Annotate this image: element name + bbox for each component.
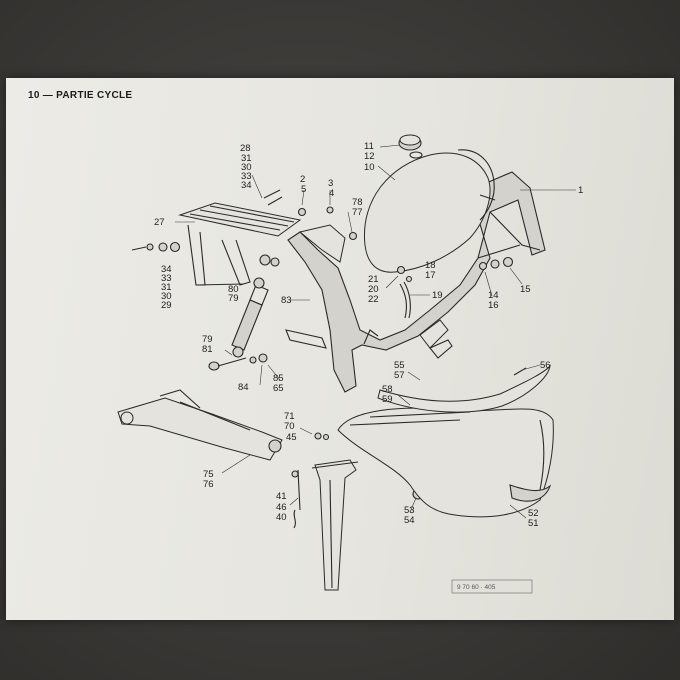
callout-27: 27 [154, 217, 165, 228]
callout-46: 46 [276, 502, 287, 513]
page-header: 10 — PARTIE CYCLE [28, 90, 133, 101]
callout-29: 29 [161, 300, 172, 311]
callout-31-lower: 31 [161, 282, 172, 293]
callout-55: 55 [394, 360, 405, 371]
callout-30-upper: 30 [241, 162, 252, 173]
callout-31-upper: 31 [241, 153, 252, 164]
callout-52: 52 [528, 508, 539, 519]
callout-33-upper: 33 [241, 171, 252, 182]
callout-70: 70 [284, 421, 295, 432]
callout-20: 20 [368, 284, 379, 295]
callout-59: 59 [382, 394, 393, 405]
callout-22: 22 [368, 294, 379, 305]
callout-65: 65 [273, 383, 284, 394]
callout-71: 71 [284, 411, 295, 422]
callout-76: 76 [203, 479, 214, 490]
callout-54: 54 [404, 515, 415, 526]
callout-84: 84 [238, 382, 249, 393]
callout-16: 16 [488, 300, 499, 311]
reference-stamp: 9 70 60 · 405 [451, 579, 533, 594]
hardware-parts [131, 206, 514, 500]
callout-21: 21 [368, 274, 379, 285]
callout-leaders [175, 144, 576, 519]
callout-34-lower: 34 [161, 264, 172, 275]
callout-19: 19 [432, 290, 443, 301]
callout-3: 3 [328, 178, 333, 189]
callout-40: 40 [276, 512, 287, 523]
callout-58: 58 [382, 384, 393, 395]
reference-stamp-text: 9 70 60 · 405 [457, 584, 496, 591]
callout-15: 15 [520, 284, 531, 295]
fuel-tank-part [363, 134, 496, 273]
callout-17: 17 [425, 270, 436, 281]
callout-4: 4 [329, 188, 334, 199]
callout-83: 83 [281, 295, 292, 306]
callout-41: 41 [276, 491, 287, 502]
swing-arm-part [117, 389, 283, 461]
callout-78: 78 [352, 197, 363, 208]
callout-12: 12 [364, 151, 375, 162]
callout-1: 1 [578, 185, 583, 196]
callout-28: 28 [240, 143, 251, 154]
bodywork-panel-part [337, 407, 554, 518]
callout-85: 85 [273, 373, 284, 384]
callout-51: 51 [528, 518, 539, 529]
callout-75: 75 [203, 469, 214, 480]
luggage-rack-part [178, 189, 302, 286]
callout-labels: 1 2 3 4 5 10 11 12 14 15 16 17 18 19 20 … [154, 141, 583, 529]
fuel-tap-part [396, 265, 413, 319]
callout-11: 11 [364, 141, 374, 152]
frame-part [285, 171, 546, 393]
center-stand-part [293, 459, 359, 591]
callout-33-lower: 33 [161, 273, 172, 284]
callout-30-lower: 30 [161, 291, 172, 302]
callout-14: 14 [488, 290, 499, 301]
callout-45: 45 [286, 432, 297, 443]
callout-56: 56 [540, 360, 551, 371]
callout-53: 53 [404, 505, 415, 516]
callout-77: 77 [352, 207, 363, 218]
callout-2: 2 [300, 174, 305, 185]
callout-34-upper: 34 [241, 180, 252, 191]
shock-absorber-part [208, 277, 269, 371]
callout-18: 18 [425, 260, 436, 271]
callout-79-upper: 79 [228, 293, 239, 304]
callout-79-lower: 79 [202, 334, 213, 345]
callout-10: 10 [364, 162, 375, 173]
callout-80: 80 [228, 284, 239, 295]
callout-5: 5 [301, 184, 306, 195]
callout-57: 57 [394, 370, 405, 381]
callout-81: 81 [202, 344, 213, 355]
